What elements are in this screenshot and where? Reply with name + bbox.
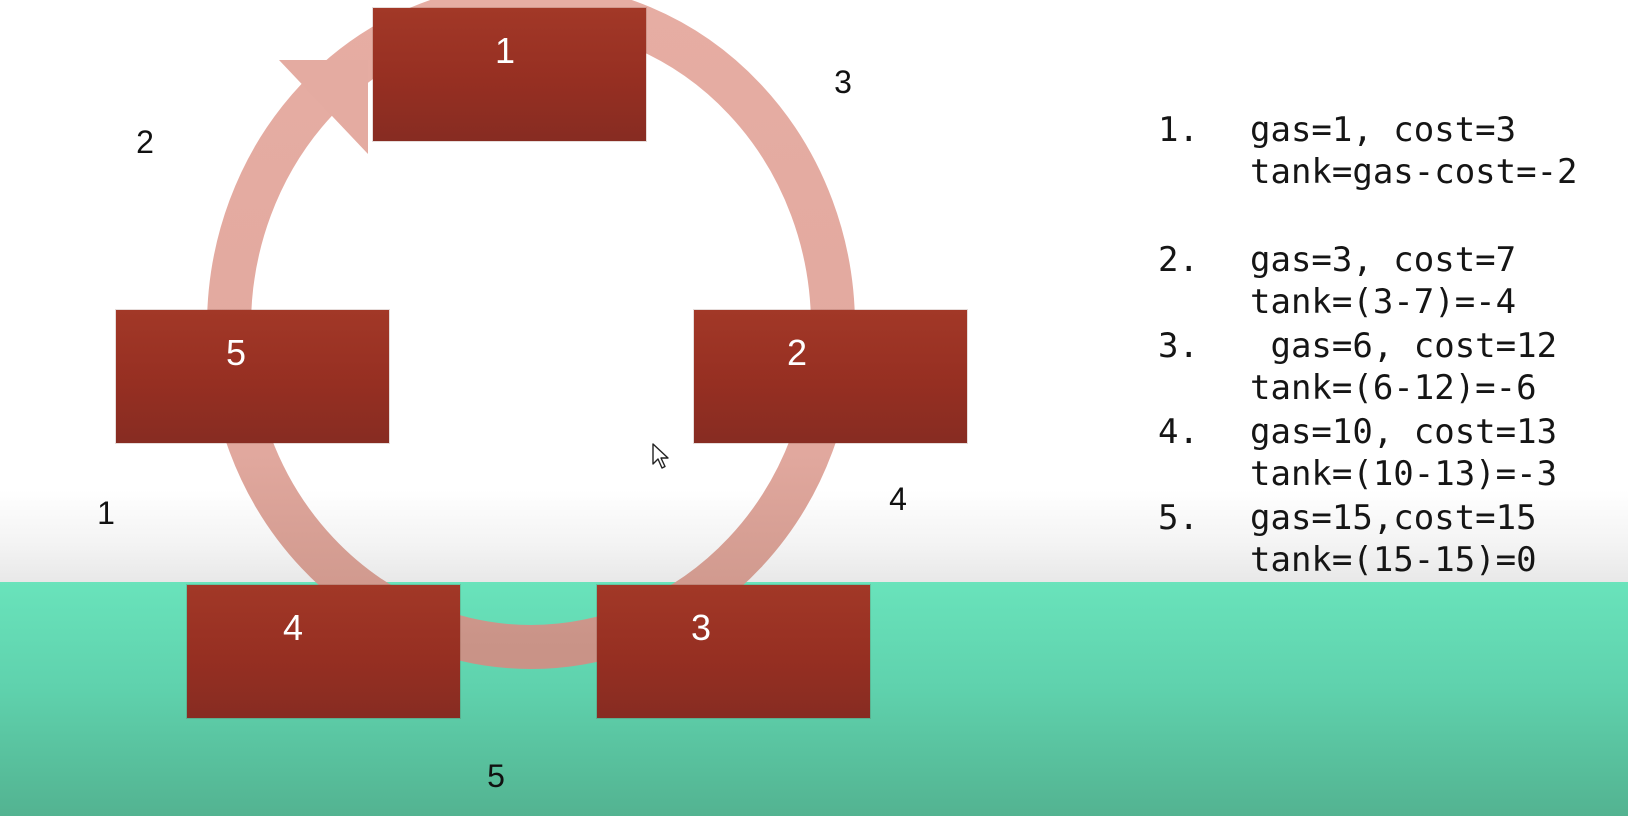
note-gas-cost: gas=15,cost=15 (1250, 498, 1537, 538)
note-number: 4. (1158, 412, 1199, 452)
station-label: 3 (690, 607, 712, 648)
gap-label-4: 4 (889, 481, 907, 517)
station-label: 5 (225, 332, 247, 373)
note-gas-cost: gas=10, cost=13 (1250, 412, 1558, 452)
station-4: 4 (187, 585, 460, 718)
note-item: 2. gas=3, cost=7 tank=(3-7)=-4 (1158, 240, 1516, 440)
station-3: 3 (597, 585, 870, 718)
note-item: 5. gas=15,cost=15 tank=(15-15)=0 (1158, 498, 1537, 698)
gap-label-1: 1 (97, 495, 115, 531)
note-gas-cost: gas=1, cost=3 (1250, 110, 1517, 150)
note-number: 5. (1158, 498, 1199, 538)
gap-label-5: 5 (487, 758, 505, 794)
station-label: 2 (786, 332, 808, 373)
mouse-cursor-icon (652, 443, 669, 469)
note-tank: tank=(6-12)=-6 (1250, 368, 1537, 408)
note-gas-cost: gas=6, cost=12 (1250, 326, 1558, 366)
note-tank: tank=(15-15)=0 (1250, 540, 1537, 580)
note-gas-cost: gas=3, cost=7 (1250, 240, 1517, 280)
note-number: 1. (1158, 110, 1199, 150)
note-item: 1. gas=1, cost=3 tank=gas-cost=-2 (1158, 110, 1578, 310)
note-tank: tank=gas-cost=-2 (1250, 152, 1578, 192)
ring-arrowhead (279, 60, 368, 154)
gap-label-3: 3 (834, 64, 852, 100)
station-label: 4 (282, 607, 304, 648)
note-number: 3. (1158, 326, 1199, 366)
note-item: 3. gas=6, cost=12 tank=(6-12)=-6 (1158, 326, 1557, 526)
station-label: 1 (494, 30, 516, 71)
note-item: 4. gas=10, cost=13 tank=(10-13)=-3 (1158, 412, 1557, 612)
station-2: 2 (694, 310, 967, 443)
station-1: 1 (373, 8, 646, 141)
note-tank: tank=(3-7)=-4 (1250, 282, 1517, 322)
gap-label-2: 2 (136, 124, 154, 160)
note-number: 2. (1158, 240, 1199, 280)
note-tank: tank=(10-13)=-3 (1250, 454, 1558, 494)
station-5: 5 (116, 310, 389, 443)
